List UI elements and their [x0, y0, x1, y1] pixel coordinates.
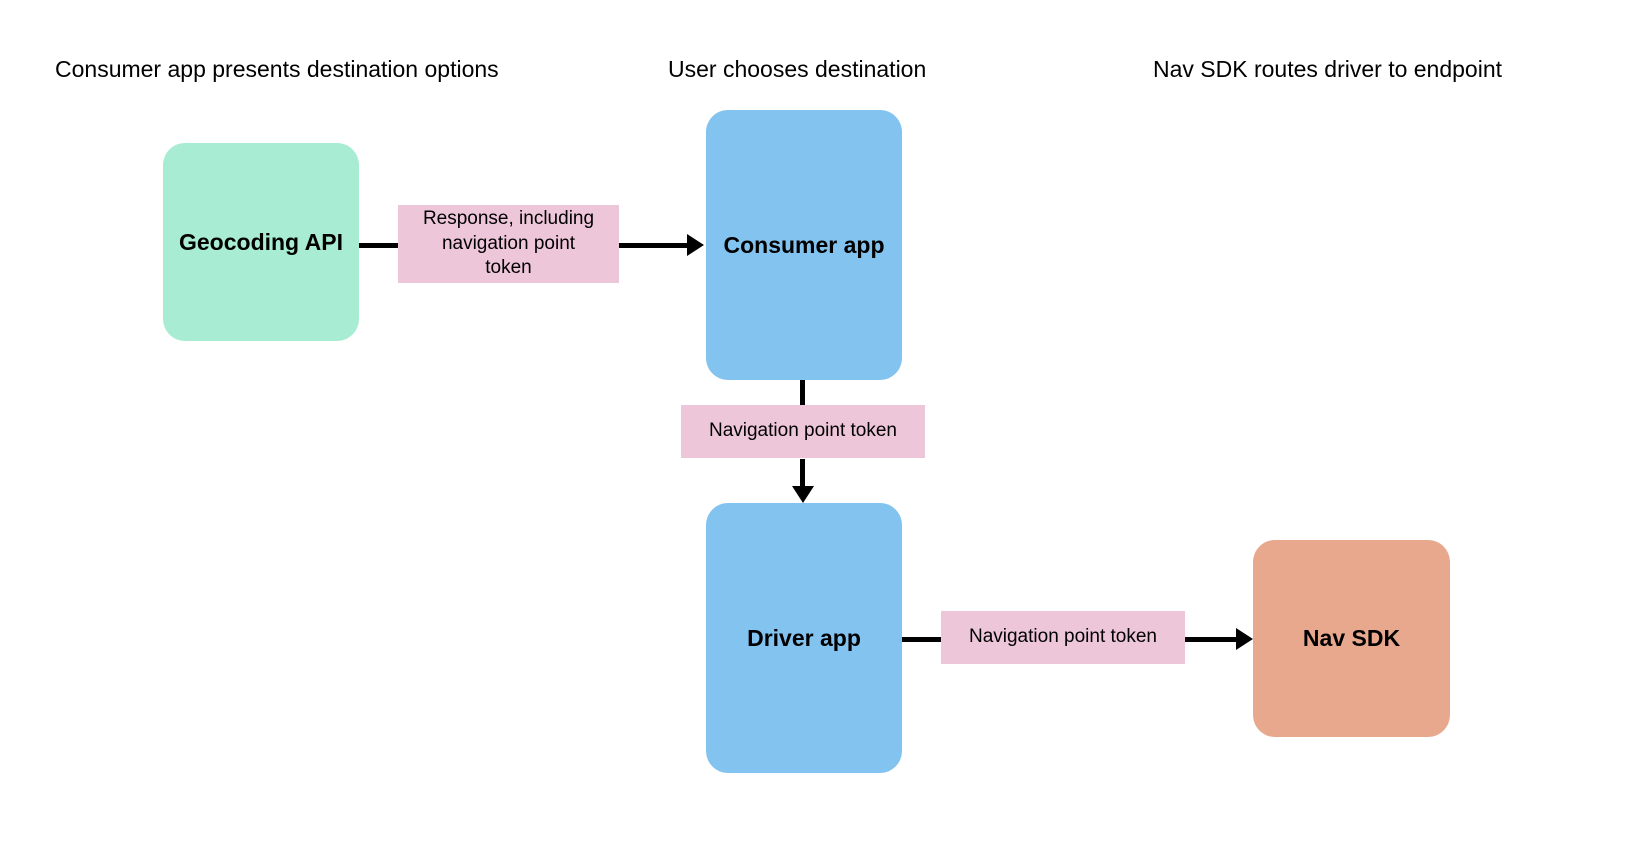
edge-label-response-including-navigation-point-token: Response, including navigation point tok… [398, 205, 619, 283]
node-consumer-app[interactable]: Consumer app [706, 110, 902, 380]
edge-line-label-to-consumer [619, 243, 687, 248]
edge-line-label-to-navsdk [1184, 637, 1236, 642]
node-nav-sdk[interactable]: Nav SDK [1253, 540, 1450, 737]
edge-label-text-geocoding-to-consumer: Response, including navigation point tok… [422, 207, 595, 279]
column-header-user-chooses-destination: User chooses destination [668, 56, 927, 82]
edge-line-label-to-driver [800, 459, 805, 493]
node-label-geocoding-api: Geocoding API [179, 228, 343, 255]
node-label-nav-sdk: Nav SDK [1302, 625, 1401, 652]
arrowhead-into-consumer-app [687, 234, 704, 256]
arrowhead-into-nav-sdk [1236, 628, 1253, 650]
edge-line-consumer-to-label [800, 380, 805, 411]
edge-label-text-driver-to-navsdk: Navigation point token [968, 626, 1157, 648]
node-label-driver-app: Driver app [747, 624, 861, 651]
node-geocoding-api[interactable]: Geocoding API [163, 143, 359, 341]
edge-label-navigation-point-token-driver-to-navsdk: Navigation point token [941, 611, 1185, 664]
column-header-nav-sdk-routes-driver: Nav SDK routes driver to endpoint [1153, 56, 1503, 82]
edge-line-geocoding-to-label [359, 243, 406, 248]
column-header-consumer-app-presents: Consumer app presents destination option… [55, 56, 499, 82]
edge-label-text-consumer-to-driver: Navigation point token [708, 420, 897, 442]
edge-line-driver-to-label [902, 637, 942, 642]
node-driver-app[interactable]: Driver app [706, 503, 902, 773]
edge-label-navigation-point-token-consumer-to-driver: Navigation point token [681, 405, 925, 458]
arrowhead-into-driver-app [792, 486, 814, 503]
node-label-consumer-app: Consumer app [723, 231, 885, 258]
